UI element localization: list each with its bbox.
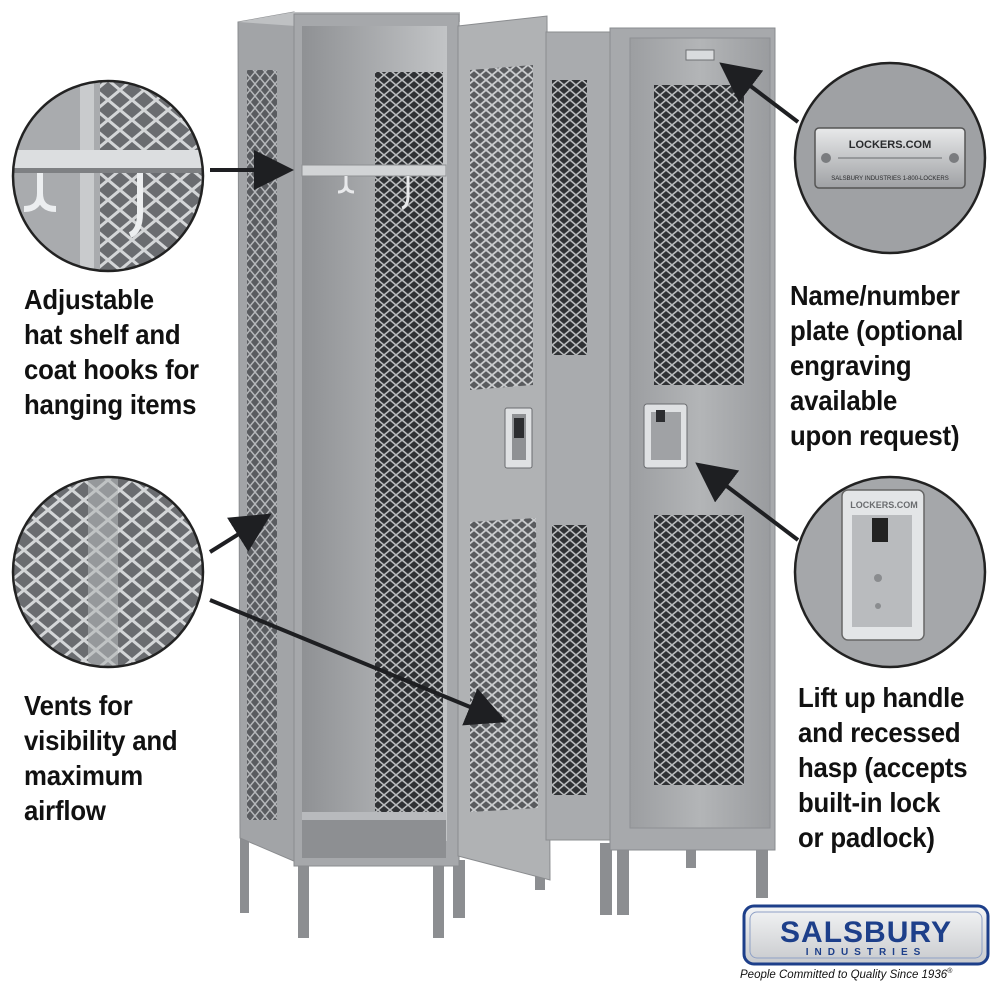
detail-vents-circle [11, 475, 205, 669]
logo-name: SALSBURY [780, 916, 952, 949]
arrow-to-name-plate [719, 62, 800, 124]
logo-sub: INDUSTRIES [806, 947, 927, 958]
brand-tagline: People Committed to Quality Since 1936® [740, 968, 995, 981]
right-door-upper-vent [654, 85, 744, 385]
open-door-handle [504, 407, 533, 469]
coat-hooks [337, 176, 410, 210]
hasp-detail-text: LOCKERS.COM [850, 500, 918, 510]
plate-bottom-text: SALSBURY INDUSTRIES 1-800-LOCKERS [831, 176, 949, 182]
open-door [457, 15, 551, 881]
detail-hat-shelf-circle [11, 79, 205, 273]
right-locker [609, 27, 776, 851]
detail-name-plate-circle: LOCKERS.COM SALSBURY INDUSTRIES 1-800-LO… [793, 61, 987, 255]
arrow-to-side-vent [208, 513, 272, 554]
callout-hat-shelf: Adjustable hat shelf and coat hooks for … [24, 284, 199, 420]
registered-mark: ® [947, 968, 953, 975]
salsbury-logo: SALSBURY INDUSTRIES [742, 904, 990, 966]
arrow-to-door-vent [209, 598, 507, 726]
hat-shelf [301, 164, 447, 177]
tagline-text: People Committed to Quality Since 1936 [740, 968, 948, 981]
detail-hasp-circle: LOCKERS.COM [793, 475, 987, 669]
callout-vents: Vents for visibility and maximum airflow [24, 690, 178, 826]
locker-name-plate [685, 49, 715, 61]
arrow-to-hasp [695, 462, 800, 542]
right-door-lower-vent [654, 515, 744, 785]
plate-top-text: LOCKERS.COM [849, 139, 932, 151]
callout-handle-hasp: Lift up handle and recessed hasp (accept… [798, 682, 968, 853]
locker-unit [237, 11, 776, 938]
callout-name-plate: Name/number plate (optional engraving av… [790, 280, 964, 451]
side-vent-mesh [247, 70, 277, 820]
locker-floor [302, 812, 446, 858]
locker-recessed-hasp [643, 403, 688, 469]
callout-arrows [208, 62, 800, 726]
